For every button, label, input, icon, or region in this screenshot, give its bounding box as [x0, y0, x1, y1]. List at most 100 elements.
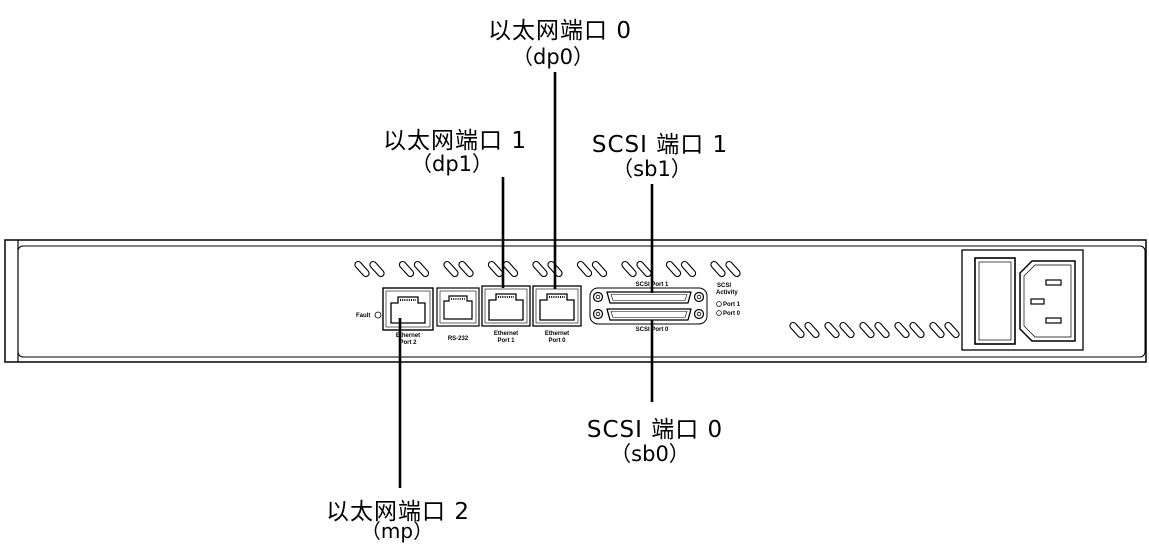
vent-slot [710, 260, 726, 278]
vent-slot [944, 321, 960, 339]
scsi-port-1-screw-left [592, 291, 604, 303]
vent-slot [874, 321, 890, 339]
vent-slot [443, 260, 459, 278]
ethernet-port-1-bezel [484, 288, 528, 324]
power-switch-rocker [978, 261, 1012, 341]
callout-ethernet-port-1: 以太网端口 1 （dp1） [383, 128, 527, 288]
vent-slot [680, 260, 697, 278]
vent-slot [859, 321, 875, 339]
vent-slot [621, 260, 637, 278]
callout-ethernet-port-2-device: （mp） [361, 519, 433, 543]
rs232-port-bezel [439, 290, 477, 324]
callout-ethernet-port-1-device: （dp1） [411, 152, 493, 176]
power-switch-icon [974, 257, 1016, 345]
callout-ethernet-port-0: 以太网端口 0 （dp0） [488, 18, 632, 289]
ethernet-port-2-label-line1: Ethernet [396, 333, 420, 339]
power-inlet-pin-line [1045, 279, 1062, 286]
chassis-inner-edge [17, 245, 1146, 358]
callout-scsi-port-1-device: （sb1） [612, 157, 692, 181]
ethernet-port-1-frame [481, 285, 531, 327]
scsi-port-0-screw-right [693, 308, 705, 320]
vent-slot [929, 321, 945, 339]
ethernet-port-2-label-line2: Port 2 [399, 340, 417, 346]
vent-slot [636, 260, 652, 278]
scsi-connector-icon [606, 291, 692, 304]
chassis [4, 239, 1147, 363]
scsi-port-0-screw-left-hole [595, 311, 601, 317]
power-module [961, 249, 1084, 351]
rs232-port [436, 287, 480, 327]
scsi-activity-label-line2: Activity [716, 290, 738, 296]
fault-label: Fault [356, 313, 370, 319]
scsi-port-1-insert [610, 294, 688, 301]
ethernet-port-0-bezel [535, 288, 579, 324]
vent-slot [532, 260, 548, 278]
vent-slot [894, 321, 910, 339]
power-inlet-inner [1023, 264, 1072, 338]
scsi-port-1-screw-left-hole [595, 294, 601, 300]
vent-slot [502, 260, 519, 278]
scsi-activity-label-line1: SCSI [717, 283, 731, 289]
vent-slot [576, 260, 593, 278]
ethernet-port-0 [532, 285, 582, 327]
rs232-label: RS-232 [448, 336, 469, 342]
vent-slot [458, 260, 474, 278]
scsi-port-1-screw-right [693, 291, 705, 303]
callout-scsi-port-1-label: SCSI 端口 1 [592, 132, 728, 158]
callout-ethernet-port-1-label: 以太网端口 1 [383, 128, 527, 154]
scsi-port-1 [592, 291, 705, 304]
vent-row-bottom [789, 321, 960, 339]
scsi-port-1-screw-right-hole [696, 294, 702, 300]
vent-slot [354, 260, 370, 278]
vent-row-top [354, 260, 741, 278]
ethernet-port-0-frame [532, 285, 582, 327]
scsi-port-0-screw-right-hole [696, 311, 702, 317]
rs232-port-frame [436, 287, 480, 327]
vent-slot [804, 321, 820, 339]
rj45-jack-icon [539, 293, 575, 321]
scsi-port-0 [592, 308, 705, 321]
scsi-port-0-screw-left [592, 308, 604, 320]
vent-slot [839, 321, 855, 339]
activity-led-port-0-label: Port 0 [723, 311, 741, 317]
activity-led-port-1-label: Port 1 [723, 302, 741, 308]
ethernet-port-2-frame [382, 287, 434, 331]
ethernet-port-1 [481, 285, 531, 327]
ethernet-port-0-label-line1: Ethernet [545, 331, 569, 337]
callout-ethernet-port-2: 以太网端口 2 （mp） [326, 318, 469, 543]
vent-slot [369, 260, 385, 278]
scsi-connectors [589, 287, 708, 325]
fault-indicator: Fault [356, 311, 382, 319]
vent-slot [665, 260, 682, 278]
scsi-connector-icon [606, 308, 692, 321]
vent-slot [909, 321, 925, 339]
power-inlet-pin-earth [1030, 298, 1045, 305]
rj45-jack-icon [390, 296, 426, 324]
callout-ethernet-port-0-label: 以太网端口 0 [488, 18, 632, 44]
vent-slot [487, 260, 504, 278]
vent-slot [789, 321, 805, 339]
scsi-port-0-insert [610, 311, 688, 318]
callout-ethernet-port-0-device: （dp0） [512, 45, 594, 69]
ethernet-port-1-label-line1: Ethernet [494, 331, 518, 337]
power-inlet-pin-neutral [1045, 317, 1062, 324]
vent-slot [398, 260, 415, 278]
ethernet-port-1-label-line2: Port 1 [497, 338, 515, 344]
callout-scsi-port-0: SCSI 端口 0 （sb0） [587, 320, 723, 466]
rj45-jack-icon [488, 293, 524, 321]
power-module-frame [961, 249, 1084, 351]
led-indicator-icon [716, 310, 722, 316]
power-inlet-icon [1019, 260, 1076, 342]
ethernet-port-0-label-line2: Port 0 [548, 338, 566, 344]
callout-scsi-port-1: SCSI 端口 1 （sb1） [592, 132, 728, 293]
ethernet-port-2 [382, 287, 434, 331]
led-indicator-icon [716, 301, 722, 307]
led-indicator-icon [374, 311, 382, 319]
callout-scsi-port-0-label: SCSI 端口 0 [587, 417, 723, 443]
scsi-activity-indicators: SCSI Activity Port 1 Port 0 [716, 283, 741, 317]
callout-scsi-port-0-device: （sb0） [610, 442, 690, 466]
ethernet-port-2-bezel [385, 290, 431, 328]
chassis-outer-edge [4, 239, 1147, 363]
vent-slot [725, 260, 741, 278]
